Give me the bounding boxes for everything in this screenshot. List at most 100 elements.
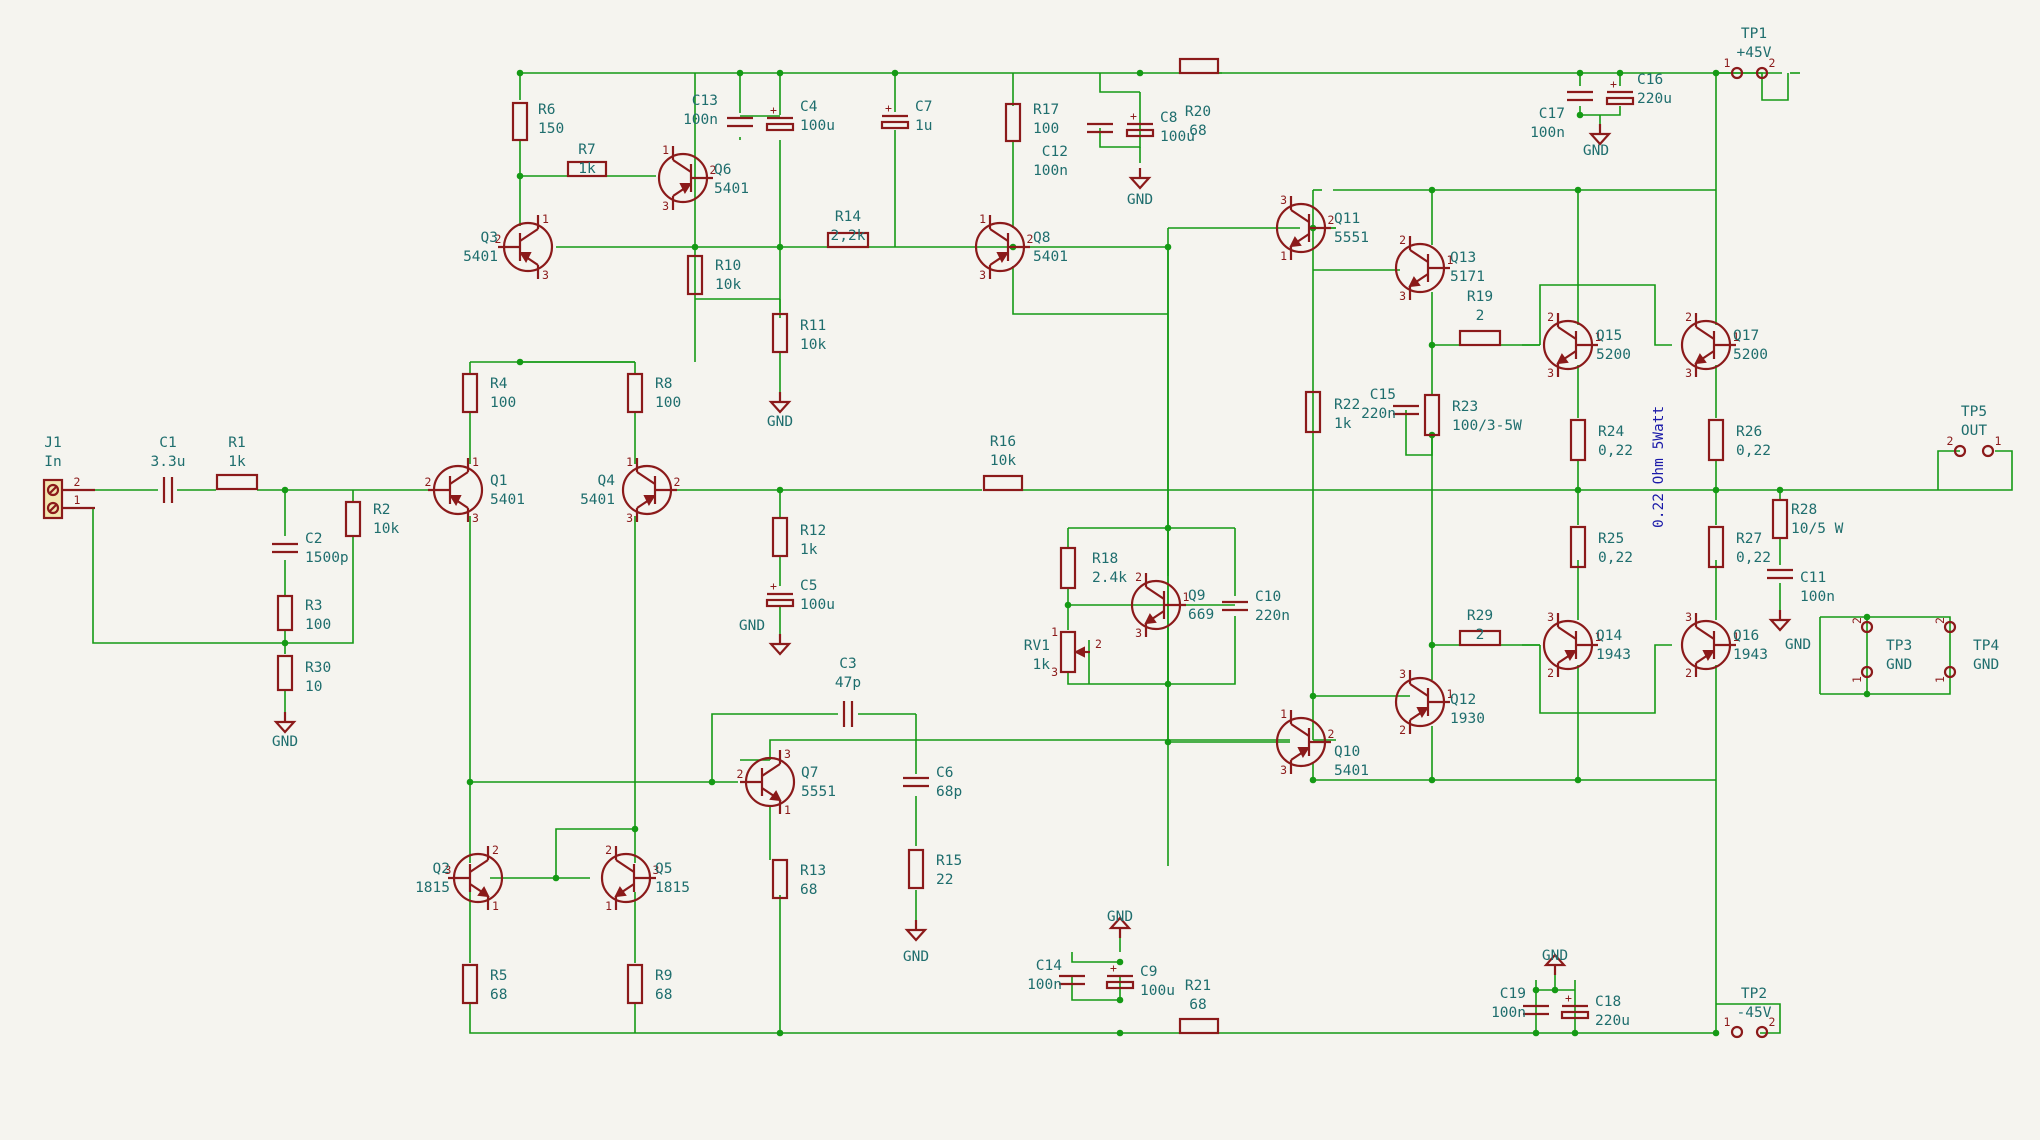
capacitor-c18[interactable]: + bbox=[1560, 991, 1590, 1020]
test-point-tp4-ref: TP4 bbox=[1973, 638, 1999, 654]
capacitor-c2[interactable] bbox=[272, 542, 298, 554]
transistor-q13-pin-top: 2 bbox=[1399, 233, 1406, 247]
capacitor-c13[interactable] bbox=[727, 116, 753, 128]
capacitor-c3[interactable] bbox=[842, 701, 854, 727]
capacitor-c5[interactable]: + bbox=[765, 579, 795, 608]
wires bbox=[92, 69, 2013, 1037]
transistor-q14[interactable] bbox=[1542, 613, 1598, 677]
resistor-r26-ref: R26 bbox=[1736, 424, 1762, 440]
resistor-r22[interactable] bbox=[1304, 390, 1322, 434]
resistor-r11[interactable] bbox=[771, 312, 789, 354]
connector-j1-value: In bbox=[44, 454, 61, 470]
capacitor-c16[interactable]: + bbox=[1605, 77, 1635, 106]
capacitor-c19[interactable] bbox=[1523, 1004, 1549, 1016]
capacitor-c15[interactable] bbox=[1393, 404, 1419, 416]
transistor-q9[interactable] bbox=[1130, 573, 1186, 637]
transistor-q4-pin-base: 2 bbox=[674, 475, 681, 489]
resistor-r29[interactable] bbox=[1458, 629, 1502, 647]
resistor-r12[interactable] bbox=[771, 516, 789, 558]
potentiometer-rv1-pin-1: 1 bbox=[1051, 625, 1058, 639]
capacitor-c7[interactable]: + bbox=[880, 101, 910, 130]
resistor-r24[interactable] bbox=[1569, 418, 1587, 462]
resistor-r10[interactable] bbox=[686, 254, 704, 296]
resistor-r5[interactable] bbox=[461, 963, 479, 1005]
transistor-q2-value: 1815 bbox=[415, 880, 450, 896]
capacitor-c14[interactable] bbox=[1059, 974, 1085, 986]
connector-j1[interactable] bbox=[42, 478, 95, 520]
resistor-r20[interactable] bbox=[1178, 57, 1220, 75]
test-point-tp1[interactable] bbox=[1730, 66, 1769, 80]
resistor-r19-ref: R19 bbox=[1467, 289, 1493, 305]
transistor-q4[interactable] bbox=[621, 458, 677, 522]
transistor-q5-value: 1815 bbox=[655, 880, 690, 896]
test-point-tp4-pin-2: 2 bbox=[1933, 617, 1947, 624]
capacitor-c10[interactable] bbox=[1222, 600, 1248, 612]
capacitor-c8[interactable]: + bbox=[1125, 109, 1155, 138]
resistor-r1[interactable] bbox=[215, 473, 259, 491]
capacitor-c1[interactable] bbox=[162, 477, 174, 503]
resistor-r30[interactable] bbox=[276, 654, 294, 692]
transistor-q12[interactable] bbox=[1394, 670, 1450, 734]
resistor-r7[interactable] bbox=[566, 160, 608, 178]
resistor-r26[interactable] bbox=[1707, 418, 1725, 462]
transistor-q16[interactable] bbox=[1680, 613, 1736, 677]
transistor-q8[interactable] bbox=[974, 215, 1030, 279]
resistor-r13[interactable] bbox=[771, 858, 789, 900]
transistor-q15[interactable] bbox=[1542, 313, 1598, 377]
transistor-q1-pin-base: 2 bbox=[425, 475, 432, 489]
transistor-q8-pin-bottom: 3 bbox=[979, 268, 986, 282]
potentiometer-rv1[interactable] bbox=[1059, 630, 1090, 674]
capacitor-c17[interactable] bbox=[1567, 90, 1593, 102]
capacitor-c9[interactable]: + bbox=[1105, 961, 1135, 990]
resistor-r3[interactable] bbox=[276, 594, 294, 632]
test-point-tp4[interactable] bbox=[1943, 620, 1957, 679]
transistor-q2-pin-top: 2 bbox=[492, 843, 499, 857]
transistor-q13[interactable] bbox=[1394, 236, 1450, 300]
resistor-r16[interactable] bbox=[982, 474, 1024, 492]
transistor-q5-pin-top: 2 bbox=[605, 843, 612, 857]
resistor-r12-ref: R12 bbox=[800, 523, 826, 539]
resistor-r17[interactable] bbox=[1004, 102, 1022, 143]
transistor-q6[interactable] bbox=[657, 146, 713, 210]
resistor-r2[interactable] bbox=[344, 500, 362, 538]
potentiometer-rv1-pin-2: 2 bbox=[1095, 637, 1102, 651]
capacitor-c4[interactable]: + bbox=[765, 103, 795, 132]
resistor-r18[interactable] bbox=[1059, 546, 1077, 590]
resistor-r4[interactable] bbox=[461, 372, 479, 414]
resistor-r23[interactable] bbox=[1423, 393, 1441, 437]
transistor-q5[interactable] bbox=[600, 846, 656, 910]
transistor-q2[interactable] bbox=[448, 846, 504, 910]
transistor-q3-pin-bottom: 3 bbox=[542, 268, 549, 282]
resistor-r25[interactable] bbox=[1569, 525, 1587, 569]
resistor-r8-ref: R8 bbox=[655, 376, 672, 392]
capacitor-c11[interactable] bbox=[1767, 568, 1793, 580]
test-point-tp3[interactable] bbox=[1860, 620, 1874, 679]
resistor-r19[interactable] bbox=[1458, 329, 1502, 347]
resistor-r9[interactable] bbox=[626, 963, 644, 1005]
resistor-r28-value: 10/5 W bbox=[1791, 521, 1844, 537]
capacitor-c12[interactable] bbox=[1087, 122, 1113, 134]
test-point-tp2[interactable] bbox=[1730, 1025, 1769, 1039]
wire-segment bbox=[1539, 284, 1672, 346]
test-point-tp1-ref: TP1 bbox=[1741, 26, 1767, 42]
capacitor-c2-value: 1500p bbox=[305, 550, 349, 566]
test-point-tp5[interactable] bbox=[1953, 444, 1995, 458]
capacitor-c6[interactable] bbox=[903, 776, 929, 788]
capacitor-c2-ref: C2 bbox=[305, 531, 322, 547]
transistor-q3-pin-base: 2 bbox=[495, 232, 502, 246]
potentiometer-rv1-ref: RV1 bbox=[1024, 638, 1050, 654]
resistor-r15[interactable] bbox=[907, 848, 925, 890]
resistor-r21[interactable] bbox=[1178, 1017, 1220, 1035]
resistor-r27[interactable] bbox=[1707, 525, 1725, 569]
resistor-r8[interactable] bbox=[626, 372, 644, 414]
resistor-r6[interactable] bbox=[511, 101, 529, 142]
resistor-r28[interactable] bbox=[1771, 498, 1789, 540]
resistor-r14[interactable] bbox=[826, 231, 870, 249]
transistor-q3[interactable] bbox=[498, 215, 554, 279]
transistor-q7[interactable] bbox=[740, 750, 796, 814]
transistor-q1[interactable] bbox=[428, 458, 484, 522]
test-point-tp2-pin-left: 1 bbox=[1724, 1015, 1731, 1029]
transistor-q11[interactable] bbox=[1275, 196, 1331, 260]
transistor-q17[interactable] bbox=[1680, 313, 1736, 377]
transistor-q10[interactable] bbox=[1275, 710, 1331, 774]
